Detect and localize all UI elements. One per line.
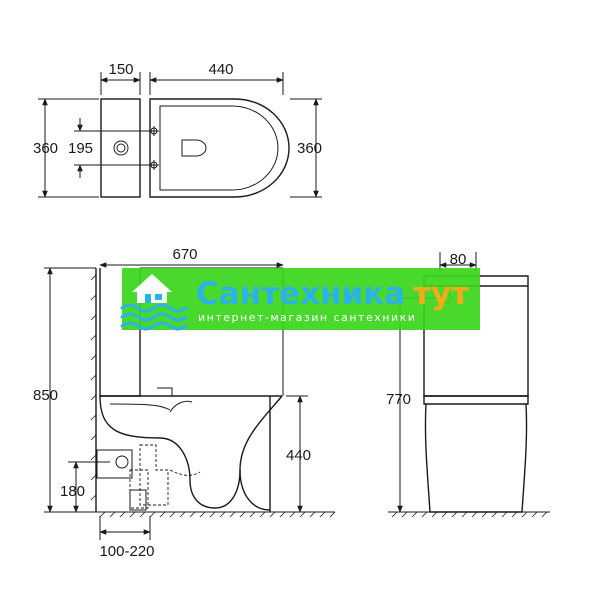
dim-height-right: 360	[297, 140, 322, 157]
dim-side-tank-width: 80	[450, 251, 467, 268]
dim-tank-width: 150	[108, 61, 133, 78]
watermark-brand: Сантехника	[196, 276, 405, 312]
lid-hinge	[157, 387, 173, 396]
bowl-drain-top	[181, 139, 207, 157]
bowl-front-outline	[99, 395, 283, 509]
bowl-side-outline	[424, 403, 528, 513]
dim-bowl-length: 440	[208, 61, 233, 78]
watermark-brand-accent: тут	[413, 276, 469, 312]
waves-icon	[120, 303, 188, 331]
flush-button-outer	[113, 140, 129, 156]
dim-hole-spacing: 195	[68, 140, 93, 157]
watermark: Сантехника тут интернет-магазин сантехни…	[120, 268, 480, 331]
dim-seat-height: 440	[286, 447, 311, 464]
dim-outlet-offset: 100-220	[99, 543, 154, 560]
top-view: 150 440 360 195 360	[33, 61, 322, 198]
dim-total-height: 850	[33, 387, 58, 404]
dim-outlet-height: 180	[60, 483, 85, 500]
seat-top-outline	[159, 105, 279, 191]
outlet-pipe	[96, 449, 133, 479]
dim-total-length: 670	[172, 246, 197, 263]
front-view: 670 850 180 440 100-220	[33, 246, 336, 560]
tank-top-outline	[100, 98, 141, 198]
seat-side	[423, 395, 529, 405]
flush-button-inner	[116, 143, 126, 153]
dim-height-left: 360	[33, 140, 58, 157]
outlet-hole	[115, 455, 129, 469]
watermark-tagline: интернет-магазин сантехники	[198, 311, 416, 324]
lid-tip	[169, 400, 193, 413]
trapway-hidden	[139, 444, 169, 506]
dim-side-height: 770	[386, 391, 411, 408]
house-icon	[132, 274, 172, 303]
bowl-top-outline	[149, 98, 290, 198]
side-view: 80 770	[386, 251, 550, 518]
